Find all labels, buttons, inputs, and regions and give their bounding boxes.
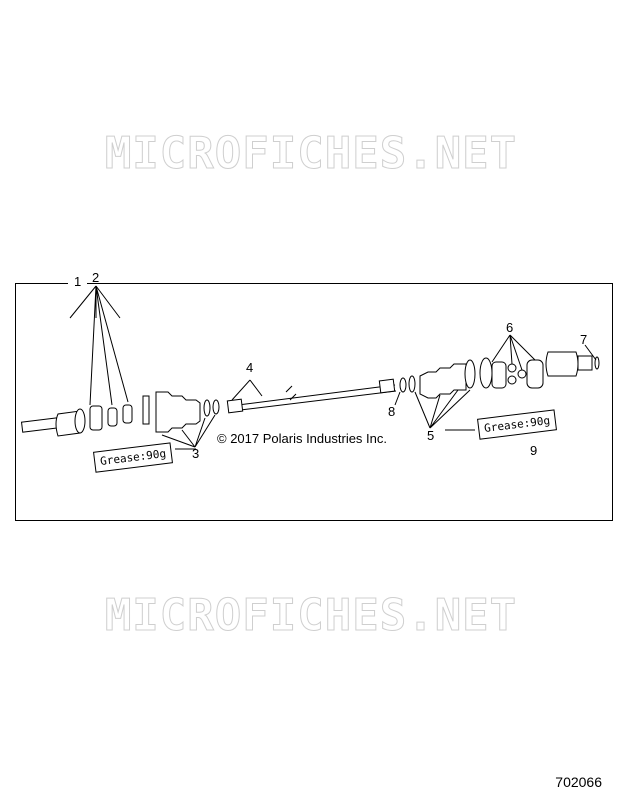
right-boot[interactable]: [399, 357, 493, 399]
callout-8[interactable]: 8: [388, 404, 396, 419]
callout-3[interactable]: 3: [192, 446, 200, 461]
callout-5[interactable]: 5: [427, 428, 435, 443]
copyright-text: © 2017 Polaris Industries Inc.: [217, 431, 387, 446]
callout-7[interactable]: 7: [580, 332, 588, 347]
left-cv-joint[interactable]: [20, 408, 86, 437]
watermark-top: MICROFICHES.NET: [104, 128, 518, 180]
callout-1[interactable]: 1: [68, 274, 88, 289]
document-number: 702066: [555, 774, 602, 790]
right-cv-parts[interactable]: [491, 359, 544, 389]
leader-lines: [69, 285, 597, 450]
callout-6[interactable]: 6: [506, 320, 514, 335]
right-cv-housing[interactable]: [545, 351, 600, 377]
axle-shaft[interactable]: [226, 378, 397, 414]
assembly-frame: [15, 283, 613, 521]
watermark-bottom: MICROFICHES.NET: [104, 590, 518, 642]
left-boot[interactable]: [142, 391, 220, 433]
callout-9[interactable]: 9: [530, 443, 538, 458]
left-bearing-parts[interactable]: [89, 404, 133, 431]
callout-4[interactable]: 4: [246, 360, 254, 375]
callout-2[interactable]: 2: [92, 270, 100, 285]
